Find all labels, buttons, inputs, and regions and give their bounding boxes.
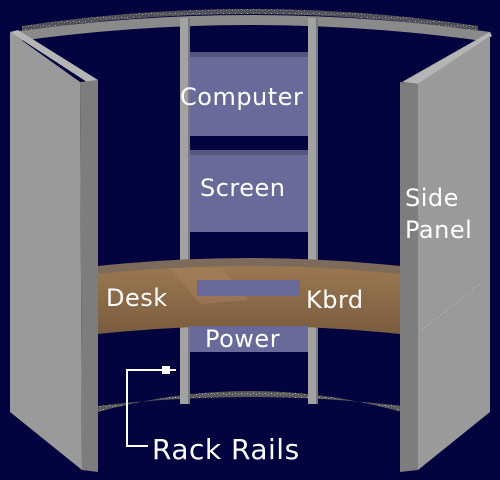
floor-ring — [98, 391, 402, 412]
computer-slot — [190, 52, 308, 136]
right-side-panel-top — [402, 32, 492, 84]
desk-label: Desk — [106, 284, 168, 312]
keyboard-tray — [197, 280, 300, 296]
right-panel-speckle — [421, 283, 481, 331]
rack-rails-callout-connector — [162, 366, 170, 374]
rack-rail-right — [308, 18, 318, 404]
desk-surface — [98, 266, 400, 334]
right-side-panel-front — [418, 36, 490, 470]
left-side-panel-edge — [80, 80, 98, 472]
top-ring-texture — [22, 9, 478, 31]
rack-rails-label: Rack Rails — [152, 433, 300, 466]
keyboard-label: Kbrd — [306, 286, 364, 314]
side-panel-label-line1: Side — [405, 184, 459, 212]
left-side-panel-top — [10, 30, 98, 84]
right-side-panel-edge — [400, 82, 418, 472]
side-panel-label-line2: Panel — [405, 216, 473, 244]
screen-slot — [190, 150, 308, 232]
left-side-panel-front — [10, 32, 82, 470]
power-slot — [190, 326, 308, 352]
rack-rails-callout-line — [126, 369, 162, 447]
rack-rail-right-shade — [316, 18, 318, 404]
screen-slot-top — [190, 150, 308, 155]
side-panel-label: Side Panel — [405, 182, 472, 246]
rack-rail-left — [180, 18, 190, 404]
rack-rails-callout-pin — [170, 369, 176, 371]
top-ring — [12, 15, 490, 42]
rack-rail-left-shade — [188, 18, 190, 404]
computer-slot-top — [190, 52, 308, 57]
computer-label: Computer — [180, 83, 304, 111]
power-label: Power — [205, 325, 281, 353]
screen-label: Screen — [200, 174, 286, 202]
